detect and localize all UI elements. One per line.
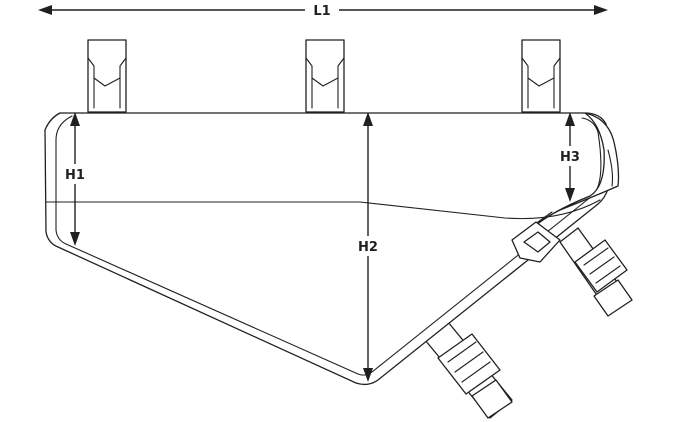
dimension-height-front: H1 — [62, 112, 88, 246]
top-strap-left — [87, 39, 127, 113]
strap-lower-middle — [424, 321, 513, 419]
dimension-length: L1 — [38, 0, 608, 20]
label-height-middle: H2 — [358, 240, 378, 255]
label-height-front: H1 — [65, 168, 85, 183]
zipper-puller — [511, 211, 561, 263]
top-strap-right — [521, 39, 561, 113]
label-height-rear: H3 — [560, 150, 580, 165]
zipper-flap — [529, 112, 620, 231]
top-strap-middle — [305, 39, 345, 113]
dimension-height-middle: H2 — [355, 112, 381, 382]
dimension-height-rear: H3 — [557, 112, 583, 202]
label-length: L1 — [313, 4, 330, 19]
strap-lower-right — [559, 227, 633, 317]
